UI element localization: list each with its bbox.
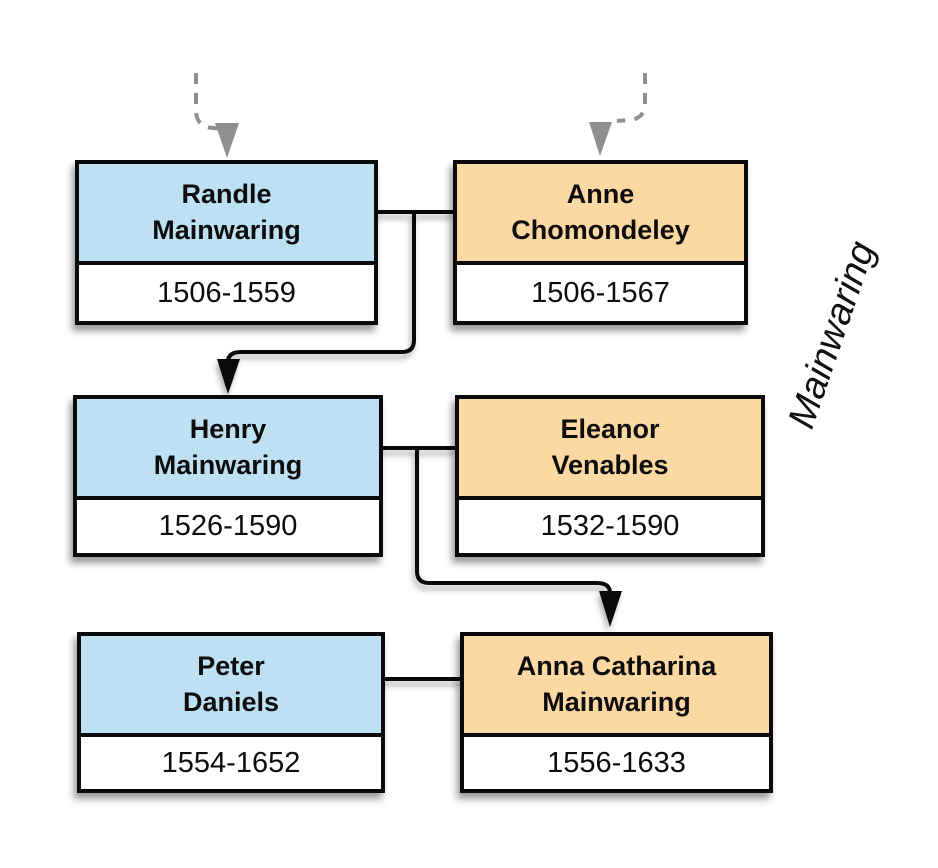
person-name: Eleanor Venables (459, 399, 761, 500)
ancestor-arrowhead-left-icon (215, 123, 239, 158)
person-dates: 1554-1652 (81, 737, 381, 789)
person-name-line1: Peter (197, 650, 265, 681)
descent-arrowhead-henry-icon (217, 359, 240, 394)
person-name-line2: Mainwaring (153, 449, 303, 480)
person-name-line2: Chomondeley (511, 214, 690, 245)
ancestor-dashed-arrow-left (194, 73, 225, 131)
person-dates: 1532-1590 (459, 500, 761, 553)
person-name: Anne Chomondeley (457, 164, 744, 265)
person-name-line2: Mainwaring (152, 214, 301, 245)
descent-arrowhead-anna-icon (599, 591, 622, 627)
person-box-anne-chomondeley[interactable]: Anne Chomondeley 1506-1567 (453, 160, 748, 325)
person-name-line2: Daniels (182, 686, 280, 717)
ancestor-dashed-arrow-right (616, 73, 647, 123)
person-box-eleanor-venables[interactable]: Eleanor Venables 1532-1590 (455, 395, 765, 557)
person-name: Henry Mainwaring (77, 399, 379, 500)
person-name: Randle Mainwaring (79, 164, 374, 265)
person-box-randle-mainwaring[interactable]: Randle Mainwaring 1506-1559 (75, 160, 378, 325)
person-dates: 1506-1567 (457, 265, 744, 321)
person-dates: 1506-1559 (79, 265, 374, 321)
person-name: Peter Daniels (81, 636, 381, 737)
descent-arrowheads (217, 359, 622, 627)
person-box-anna-catharina-mainwaring[interactable]: Anna Catharina Mainwaring 1556-1633 (460, 632, 773, 793)
descent-line-to-henry (226, 212, 416, 363)
person-name-line1: Anna Catharina (516, 650, 717, 681)
person-name: Anna Catharina Mainwaring (464, 636, 769, 737)
descent-line-to-anna (415, 448, 612, 594)
person-name-line1: Eleanor (560, 413, 660, 444)
person-name-line2: Mainwaring (542, 686, 691, 717)
family-lines (226, 210, 612, 681)
person-name-line1: Henry (189, 413, 267, 444)
person-dates: 1526-1590 (77, 500, 379, 553)
ancestor-arrowhead-right-icon (589, 122, 612, 156)
person-name-line1: Anne (566, 178, 635, 209)
person-box-peter-daniels[interactable]: Peter Daniels 1554-1652 (77, 632, 385, 793)
person-name-line2: Venables (551, 449, 669, 480)
person-box-henry-mainwaring[interactable]: Henry Mainwaring 1526-1590 (73, 395, 383, 557)
person-dates: 1556-1633 (464, 737, 769, 789)
person-name-line1: Randle (181, 178, 272, 209)
